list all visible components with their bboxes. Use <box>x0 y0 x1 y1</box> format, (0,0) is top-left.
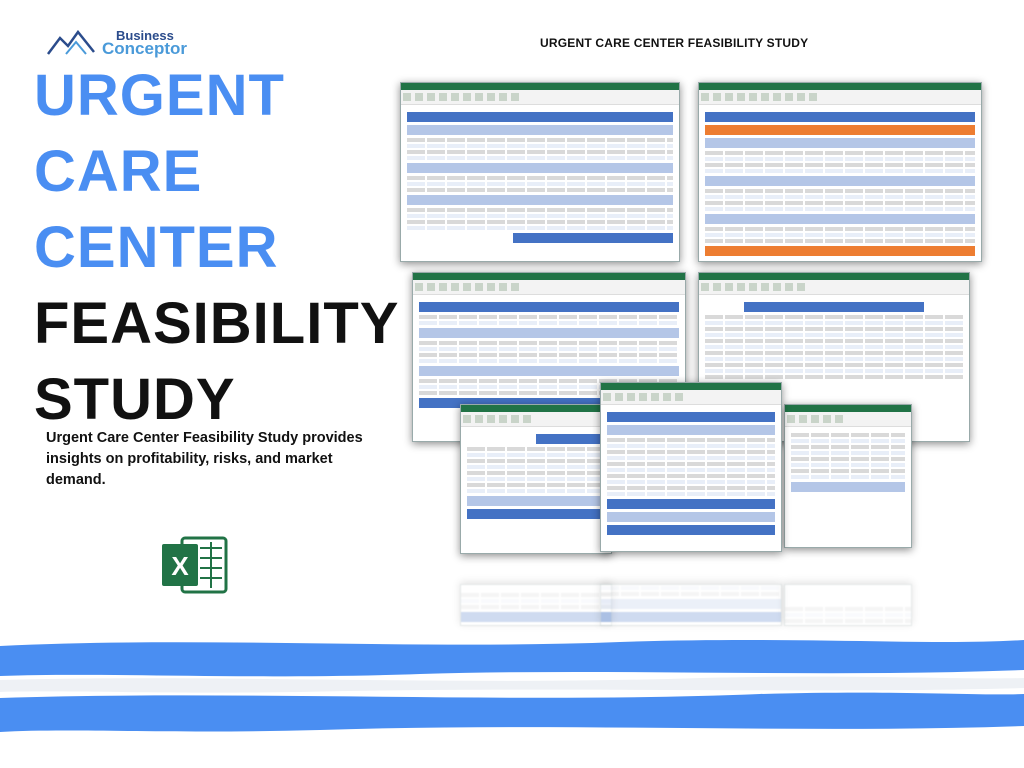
excel-icon-letter: X <box>171 551 189 581</box>
logo-text-business: Business <box>116 28 174 43</box>
tagline: Urgent Care Center Feasibility Study pro… <box>46 430 363 488</box>
title-line-care: CARE <box>34 139 203 204</box>
mountain-logo-icon <box>47 30 95 55</box>
title-line-study: STUDY <box>34 367 236 432</box>
business-conceptor-logo: Business Conceptor <box>46 28 196 58</box>
logo-text-conceptor: Conceptor <box>102 39 187 58</box>
excel-icon: X <box>160 534 230 601</box>
spreadsheet-preview-2 <box>698 82 982 262</box>
spreadsheet-preview-1 <box>400 82 680 262</box>
spreadsheet-preview-6 <box>784 404 912 548</box>
decorative-stripes <box>0 640 1024 732</box>
title-line-urgent: URGENT <box>34 63 285 128</box>
spreadsheet-preview-5 <box>460 404 612 554</box>
page-title: URGENT CARE CENTER FEASIBILITY STUDY <box>34 58 399 438</box>
spreadsheet-reflection-3 <box>784 584 912 626</box>
title-line-center: CENTER <box>34 215 279 280</box>
spreadsheet-preview-7 <box>600 382 782 552</box>
top-heading: URGENT CARE CENTER FEASIBILITY STUDY <box>540 36 809 50</box>
spreadsheet-reflection-2 <box>600 584 782 626</box>
spreadsheet-reflection-1 <box>460 584 612 626</box>
title-line-feasibility: FEASIBILITY <box>34 291 400 356</box>
